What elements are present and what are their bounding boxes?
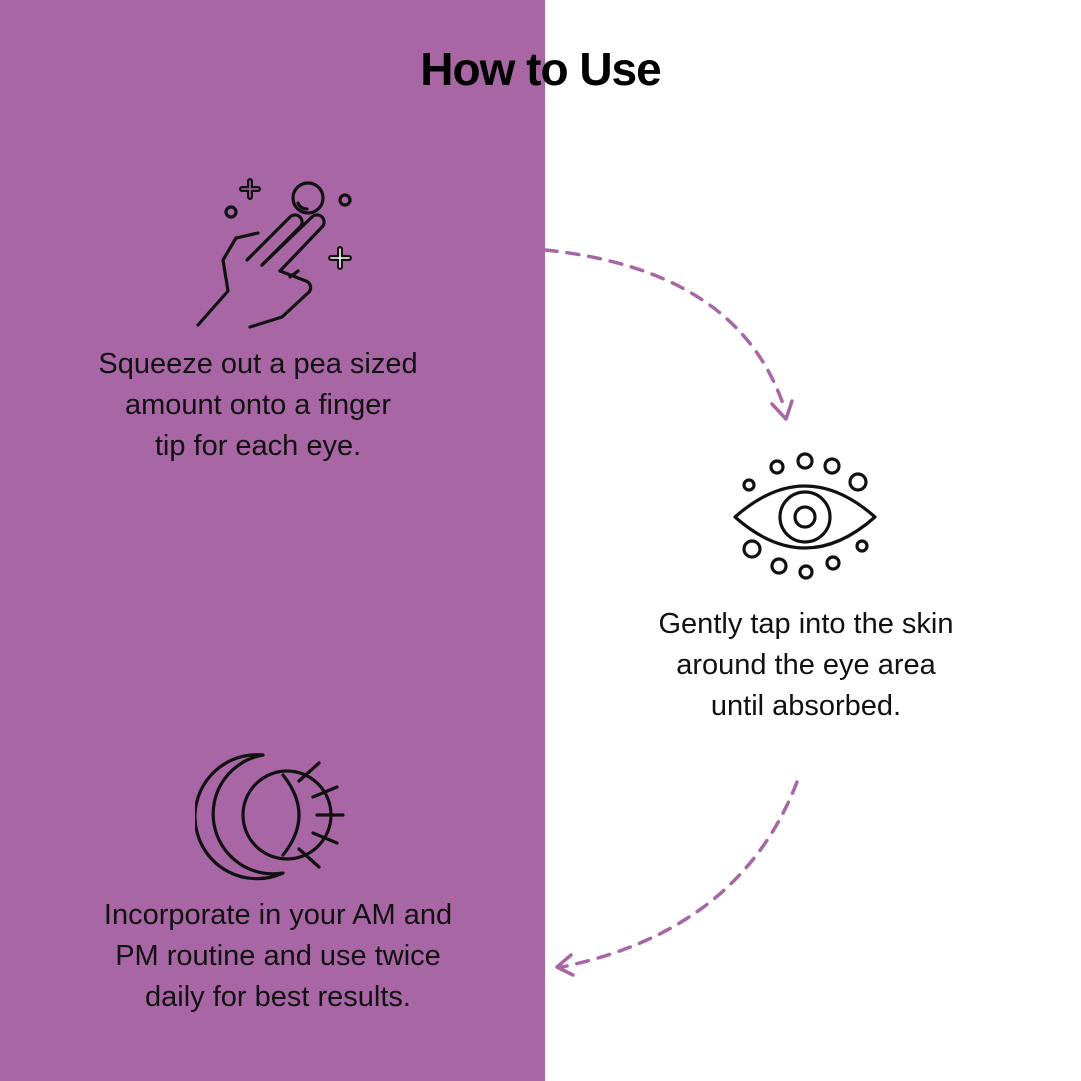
step-2-text: Gently tap into the skin around the eye … [658, 608, 954, 722]
moon-sun-icon [195, 753, 345, 881]
arrowhead-step-2 [770, 399, 794, 421]
left-color-panel [0, 0, 545, 1081]
finger-tap-icon [196, 178, 352, 329]
step-3-text: Incorporate in your AM and PM routine an… [103, 899, 453, 1013]
arrow-step-2-to-3 [560, 780, 799, 969]
eye-icon [733, 452, 877, 580]
page-title: How to Use [420, 43, 661, 95]
step-1-text: Squeeze out a pea sized amount onto a fi… [98, 348, 418, 462]
arrowhead-step-3 [555, 953, 575, 977]
arrow-step-1-to-2 [543, 248, 787, 412]
